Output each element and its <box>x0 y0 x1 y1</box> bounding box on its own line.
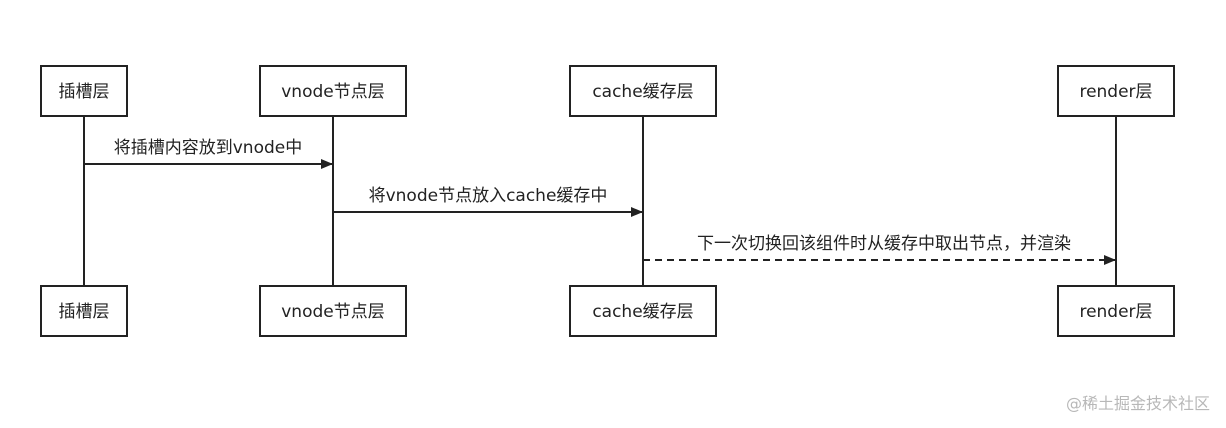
participant-render-label: render层 <box>1079 82 1152 102</box>
participant-render-top: render层 <box>1057 65 1175 117</box>
message-1-label: 将插槽内容放到vnode中 <box>114 138 303 158</box>
participant-vnode-bottom: vnode节点层 <box>259 285 407 337</box>
participant-cache-top: cache缓存层 <box>569 65 717 117</box>
participant-cache-label: cache缓存层 <box>592 302 693 322</box>
participant-slot-bottom: 插槽层 <box>40 285 128 337</box>
watermark: @稀土掘金技术社区 <box>1065 394 1210 413</box>
participant-cache-label: cache缓存层 <box>592 82 693 102</box>
message-2-label: 将vnode节点放入cache缓存中 <box>369 186 608 206</box>
participant-cache-bottom: cache缓存层 <box>569 285 717 337</box>
participant-slot-label: 插槽层 <box>59 302 110 322</box>
participant-slot-label: 插槽层 <box>59 82 110 102</box>
message-3-label: 下一次切换回该组件时从缓存中取出节点，并渲染 <box>697 234 1071 254</box>
participant-vnode-label: vnode节点层 <box>281 82 385 102</box>
participant-vnode-top: vnode节点层 <box>259 65 407 117</box>
participant-slot-top: 插槽层 <box>40 65 128 117</box>
participant-render-bottom: render层 <box>1057 285 1175 337</box>
participant-render-label: render层 <box>1079 302 1152 322</box>
participant-vnode-label: vnode节点层 <box>281 302 385 322</box>
